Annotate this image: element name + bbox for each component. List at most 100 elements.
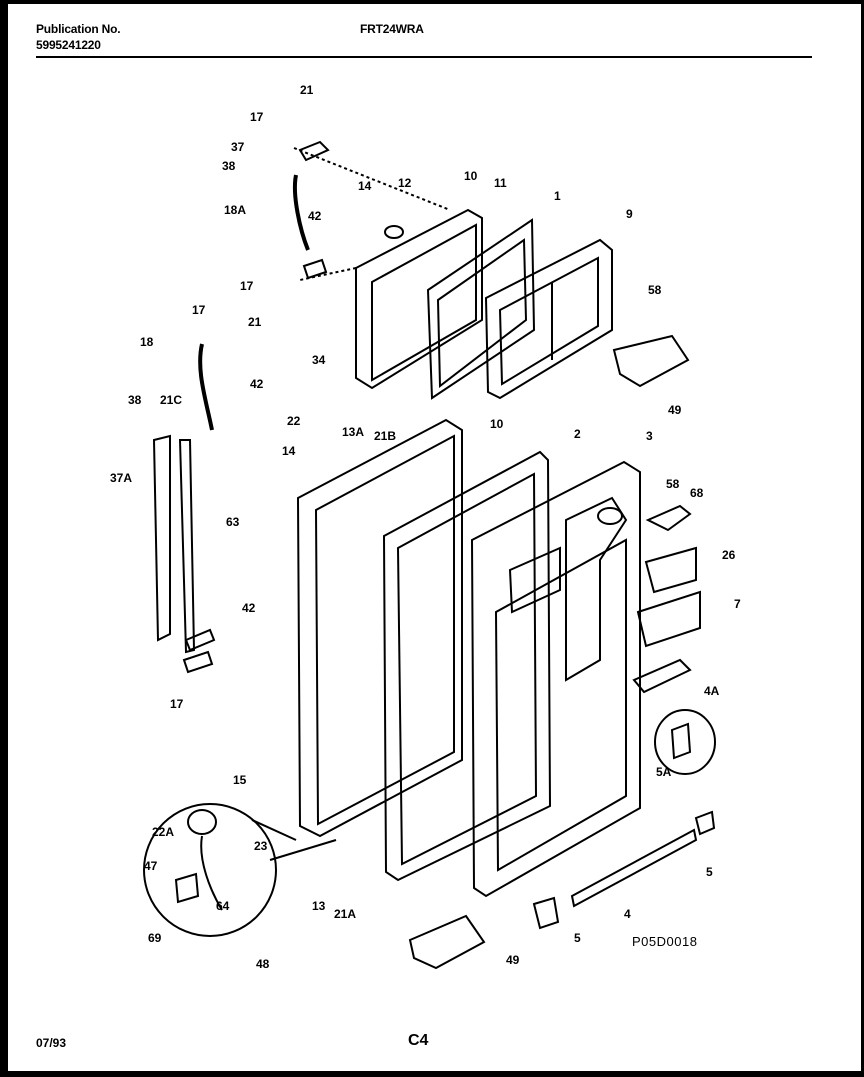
part-label: 4A — [704, 684, 720, 698]
part-label: 37 — [231, 140, 245, 154]
part-label: 17 — [240, 279, 254, 293]
freezer-handle-18a — [292, 174, 310, 251]
part-label: 38 — [222, 159, 236, 173]
bottom-hinge-17 — [182, 650, 214, 674]
door-stop-5-lower — [532, 896, 560, 930]
dispenser-housing — [565, 496, 628, 682]
fresh-food-gasket-inner — [396, 472, 538, 866]
door-strip-63 — [178, 439, 196, 654]
part-label: 11 — [494, 176, 507, 190]
part-label: 63 — [226, 515, 240, 529]
freezer-door-assembly — [292, 140, 690, 400]
part-label: 9 — [626, 207, 633, 221]
part-label: 58 — [648, 283, 662, 297]
part-label: 21B — [374, 429, 396, 443]
part-label: 64 — [216, 899, 230, 913]
part-label: 34 — [312, 353, 326, 367]
part-label: 5A — [656, 765, 672, 779]
fresh-food-handle-18 — [198, 343, 214, 431]
footer-page: C4 — [408, 1032, 429, 1049]
part-label: 13A — [342, 425, 364, 439]
part-label: 7 — [734, 597, 741, 611]
detail-circle-5a — [654, 709, 716, 775]
freezer-door-inner-edge — [371, 223, 477, 382]
part-label: 38 — [128, 393, 142, 407]
model-number: FRT24WRA — [360, 22, 424, 36]
diagram-code: P05D0018 — [632, 934, 697, 949]
part-label: 10 — [490, 417, 504, 431]
cover-68 — [645, 504, 692, 532]
switch-22a — [187, 809, 217, 835]
hinge-17-lower — [302, 258, 328, 280]
frame-top — [0, 0, 864, 4]
part-label: 48 — [256, 957, 270, 971]
part-label: 10 — [464, 169, 478, 183]
door-bin-7 — [636, 590, 701, 648]
part-label: 18 — [140, 335, 154, 349]
frame-bottom — [0, 1071, 864, 1077]
part-label: 42 — [242, 601, 256, 615]
part-label: 15 — [233, 773, 247, 787]
part-label: 5 — [574, 931, 581, 945]
door-shelf-49-lower — [408, 914, 486, 970]
part-label: 42 — [250, 377, 264, 391]
fresh-food-door-gasket — [382, 450, 552, 882]
connector-69 — [174, 872, 200, 904]
part-label: 1 — [554, 189, 561, 203]
fresh-food-door-outer-panel — [296, 418, 463, 838]
dairy-bin-26 — [644, 546, 697, 594]
door-stop-5-upper — [694, 810, 716, 836]
part-label: 22 — [287, 414, 301, 428]
part-label: 49 — [668, 403, 682, 417]
fresh-food-door-assembly — [152, 343, 716, 970]
part-label: 22A — [152, 825, 174, 839]
part-labels: 21 17 37 38 18A 42 17 14 12 10 11 1 9 58… — [110, 83, 741, 971]
part-label: 21A — [334, 907, 356, 921]
plug-12 — [384, 225, 404, 239]
freezer-liner-inner — [498, 256, 599, 386]
leader-15 — [251, 819, 297, 841]
freezer-door-outer-panel — [355, 208, 483, 390]
part-label: 12 — [398, 176, 412, 190]
part-label: 68 — [690, 486, 704, 500]
fresh-food-door-liner — [470, 460, 641, 898]
cam-5a — [670, 722, 692, 760]
part-label: 49 — [506, 953, 520, 967]
part-label: 14 — [282, 444, 296, 458]
freezer-hinge-guide — [293, 147, 451, 281]
part-label: 18A — [224, 203, 246, 217]
part-label: 4 — [624, 907, 631, 921]
frame-right — [861, 0, 864, 1077]
part-label: 69 — [148, 931, 162, 945]
freezer-gasket-inner — [436, 238, 528, 388]
part-label: 17 — [170, 697, 184, 711]
part-label: 42 — [308, 209, 322, 223]
part-label: 58 — [666, 477, 680, 491]
part-label: 17 — [192, 303, 206, 317]
part-label: 17 — [250, 110, 264, 124]
part-label: 21C — [160, 393, 182, 407]
top-hinge-17 — [298, 140, 330, 162]
part-label: 37A — [110, 471, 132, 485]
publication-number: 5995241220 — [36, 38, 101, 52]
part-label: 5 — [706, 865, 713, 879]
fresh-food-liner-inner — [494, 538, 627, 872]
part-label: 21 — [300, 83, 314, 97]
upper-shelf-recess — [508, 546, 561, 614]
freezer-door-gasket — [426, 218, 536, 400]
frame-left — [0, 0, 8, 1077]
footer-date: 07/93 — [36, 1036, 67, 1050]
part-label: 26 — [722, 548, 736, 562]
freezer-door-shelf-49 — [612, 334, 690, 388]
fresh-food-door-inner-edge — [314, 434, 455, 826]
wire-harness-47 — [200, 835, 223, 911]
switch-leader-line — [269, 839, 337, 861]
door-bottom-trim-4 — [570, 828, 698, 908]
part-label: 21 — [248, 315, 262, 329]
switch-detail-circle — [143, 803, 337, 937]
bottom-hinge-42 — [184, 628, 216, 652]
detail-circle-switch — [143, 803, 277, 937]
dispenser-opening — [597, 507, 623, 525]
freezer-door-liner — [484, 238, 613, 400]
